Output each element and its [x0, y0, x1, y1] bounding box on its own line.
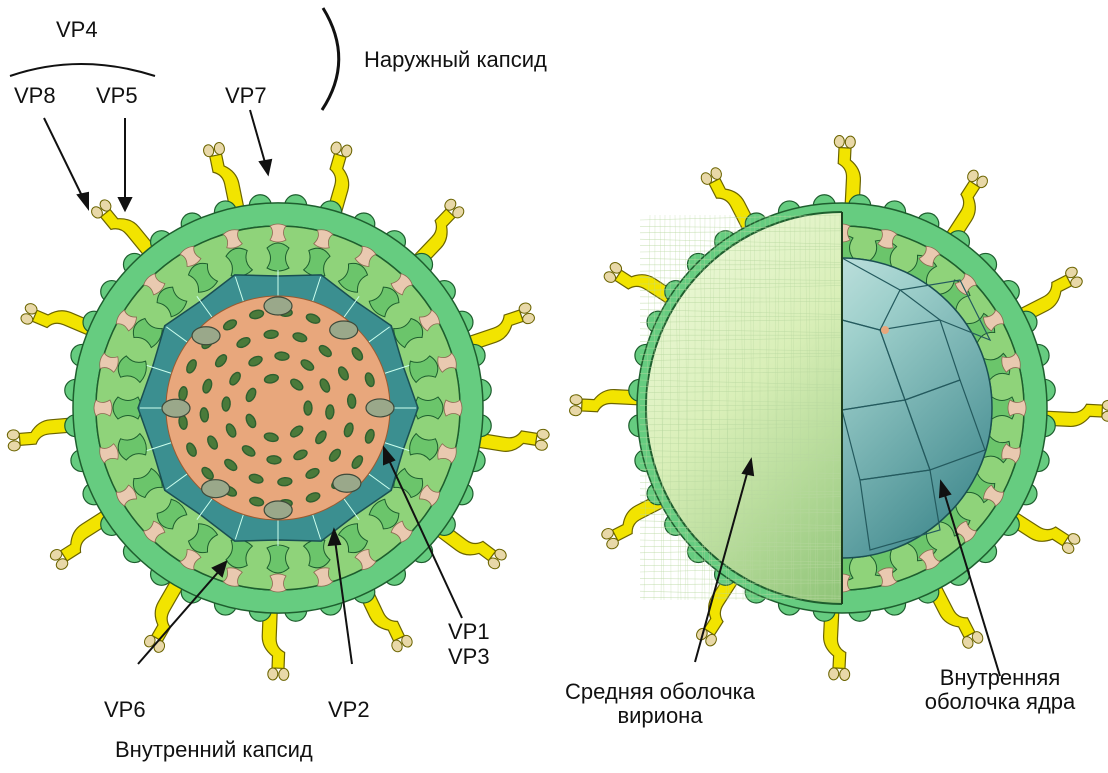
vp1-vp3-complex	[333, 474, 361, 492]
rna-segment	[304, 401, 312, 415]
spike-head	[7, 429, 20, 440]
tan-unit	[1008, 400, 1026, 416]
spike-head	[1102, 400, 1108, 411]
label-inner-shell: Внутренняя оболочка ядра	[900, 666, 1100, 714]
spike-head	[536, 428, 549, 440]
rna-segment	[222, 397, 231, 412]
outer-capsid-bracket	[322, 8, 339, 110]
label-vp6: VP6	[104, 698, 146, 722]
spike-head	[828, 668, 839, 680]
vp1-vp3-complex	[264, 297, 292, 315]
spike-head	[569, 405, 581, 416]
vp6-unit	[415, 397, 443, 419]
vp1-vp3-complex	[162, 399, 190, 417]
spike-head	[845, 136, 856, 148]
vp6-unit	[113, 397, 141, 419]
spike-head	[834, 135, 845, 147]
label-vp5: VP5	[96, 84, 138, 108]
label-vp4: VP4	[56, 18, 98, 42]
vp4-bracket	[10, 64, 155, 76]
spike-head	[8, 440, 21, 451]
rna-segment	[275, 352, 290, 361]
label-inner-shell-line2: оболочка ядра	[900, 690, 1100, 714]
vp1-vp3-complex	[330, 321, 358, 339]
spike-head	[330, 141, 343, 155]
label-middle-shell-line2: вириона	[530, 704, 790, 728]
vp1-vp3-complex	[264, 501, 292, 519]
vp1-vp3-complex	[202, 480, 230, 498]
spike-head	[279, 668, 289, 680]
label-vp2: VP2	[328, 698, 370, 722]
tan-unit	[444, 400, 462, 416]
spike-head	[535, 439, 548, 451]
vp1-vp3-complex	[366, 399, 394, 417]
label-vp7: VP7	[225, 84, 267, 108]
vp1-vp3-complex	[192, 327, 220, 345]
label-inner-shell-line1: Внутренняя	[900, 666, 1100, 690]
label-inner-capsid: Внутренний капсид	[115, 738, 313, 762]
rna-segment	[325, 405, 334, 420]
label-middle-shell: Средняя оболочка вириона	[530, 680, 790, 728]
label-outer-capsid: Наружный капсид	[364, 48, 547, 72]
spike-head	[268, 668, 278, 680]
label-vp3: VP3	[448, 645, 490, 669]
virion-cutaway	[569, 135, 1108, 680]
spike-head	[839, 668, 850, 680]
spike-head	[570, 394, 582, 405]
tan-unit	[270, 574, 286, 592]
arrow-vp8	[44, 118, 88, 208]
label-vp8: VP8	[14, 84, 56, 108]
spike-head	[521, 312, 536, 325]
label-vp1: VP1	[448, 620, 490, 644]
spike-head	[213, 142, 225, 156]
arrow-vp7	[250, 110, 271, 174]
vp6-unit	[267, 243, 289, 271]
tan-unit	[94, 400, 112, 416]
tan-unit	[270, 224, 286, 242]
arrow-vp5	[119, 118, 131, 210]
vp6-unit	[267, 545, 289, 573]
virion-cross-section	[6, 140, 550, 680]
vertex-marker	[881, 326, 889, 334]
label-middle-shell-line1: Средняя оболочка	[530, 680, 790, 704]
rna-segment	[267, 455, 282, 464]
